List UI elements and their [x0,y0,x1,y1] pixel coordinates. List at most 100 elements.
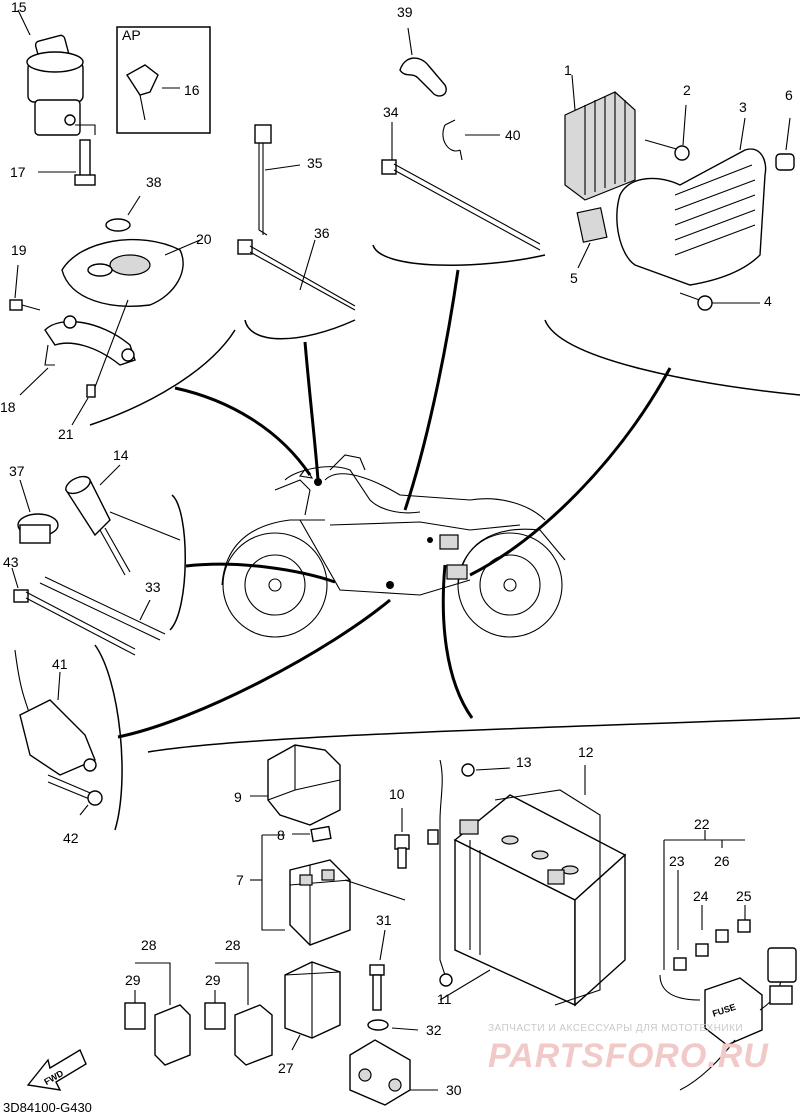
screw-21 [71,299,129,426]
bolt-19 [9,264,41,311]
rectifier-1 [564,74,636,201]
callout-30: 30 [446,1082,462,1098]
callout-6: 6 [785,87,793,103]
callout-8: 8 [277,827,285,843]
callout-1: 1 [564,62,572,78]
solenoid-41 [14,649,97,776]
leader-relay [117,598,391,739]
frame-rectifier-group [544,319,800,396]
callout-43: 43 [3,554,19,570]
cable-tie-35 [254,124,301,236]
leader-cable-tie [303,341,320,481]
frame-band-group [372,244,546,266]
callout-33: 33 [145,579,161,595]
frame-sensor-group [169,494,186,631]
clip-40 [442,119,500,161]
callout-18: 18 [0,399,16,415]
bracket-18 [19,315,136,396]
callout-17: 17 [10,164,26,180]
callout-24: 24 [693,888,709,904]
callout-11: 11 [437,991,452,1007]
band-33 [39,576,166,641]
callout-31: 31 [376,912,392,928]
callout-39: 39 [397,4,413,20]
frame-cable-tie-group [244,319,356,340]
fuse-holder [659,947,797,1091]
leader-rectifier [469,367,672,577]
fuse-8 [292,825,332,843]
clamp-39 [399,27,447,97]
starter-relay-7 [250,834,406,946]
diagram-code: 3D84100-G430 [3,1100,92,1115]
motorcycle-outline [221,454,566,638]
fuse-set-22-26 [663,830,751,971]
callout-9: 9 [234,789,242,805]
band-43 [11,567,136,656]
watermark-tagline: ЗАПЧАСТИ И АКСЕССУАРЫ ДЛЯ МОТОТЕХНИКИ [488,1023,743,1034]
callout-13: 13 [516,754,532,770]
leader-handlebar [174,386,312,476]
callout-36: 36 [314,225,330,241]
callout-41: 41 [52,656,68,672]
callout-35: 35 [307,155,323,171]
handlebar-cover-20 [61,238,201,307]
callout-29-right: 29 [205,972,221,988]
callout-16: 16 [184,82,200,98]
flasher-27 [284,961,341,1051]
bolt-4 [679,292,760,311]
callout-42: 42 [63,830,79,846]
callout-34: 34 [383,104,399,120]
watermark-logo: PARTSFORO.RU [488,1037,769,1075]
leader-sensor [185,562,336,584]
arrow-handlebar [299,467,314,479]
callout-29-left: 29 [125,972,141,988]
bolt-2 [644,104,690,161]
callout-23: 23 [669,853,685,869]
callout-3: 3 [739,99,747,115]
sensor-14 [64,464,181,576]
callout-26: 26 [714,853,730,869]
callout-20: 20 [196,231,212,247]
callout-21: 21 [58,426,74,442]
relay-28-left [124,962,191,1066]
bolt-31 [369,929,386,1011]
leader-battery [441,564,474,719]
callout-10: 10 [389,786,405,802]
bolt-42 [47,774,103,816]
callout-22: 22 [694,816,710,832]
callout-14: 14 [113,447,129,463]
pad-5 [576,207,608,269]
callout-28-left: 28 [141,937,157,953]
callout-15: 15 [11,0,27,15]
callout-12: 12 [578,744,594,760]
bolt-10 [394,808,410,869]
callout-27: 27 [278,1060,294,1076]
cable-tie-36 [237,239,356,311]
clamp-37 [17,479,59,544]
washer-32 [367,1019,419,1031]
cover-3 [616,117,767,286]
region-label-ap: AP [122,27,141,43]
callout-7: 7 [236,872,244,888]
callout-28-right: 28 [225,937,241,953]
callout-25: 25 [736,888,752,904]
frame-handlebar-group [89,329,236,426]
frame-electrical-box [147,717,800,753]
callout-37: 37 [9,463,25,479]
band-34 [381,122,541,251]
battery-12 [453,765,627,1007]
main-switch-assembly [17,9,96,136]
callout-2: 2 [683,82,691,98]
frame-relay-group [94,644,123,831]
leader-band [403,269,460,511]
callout-32: 32 [426,1022,442,1038]
callout-38: 38 [146,174,162,190]
bolt-17 [38,139,96,186]
grommet-6 [775,117,795,171]
relay-cover-9 [250,744,341,826]
key-icon [126,64,180,121]
relay-28-right [204,962,273,1066]
callout-4: 4 [764,293,772,309]
